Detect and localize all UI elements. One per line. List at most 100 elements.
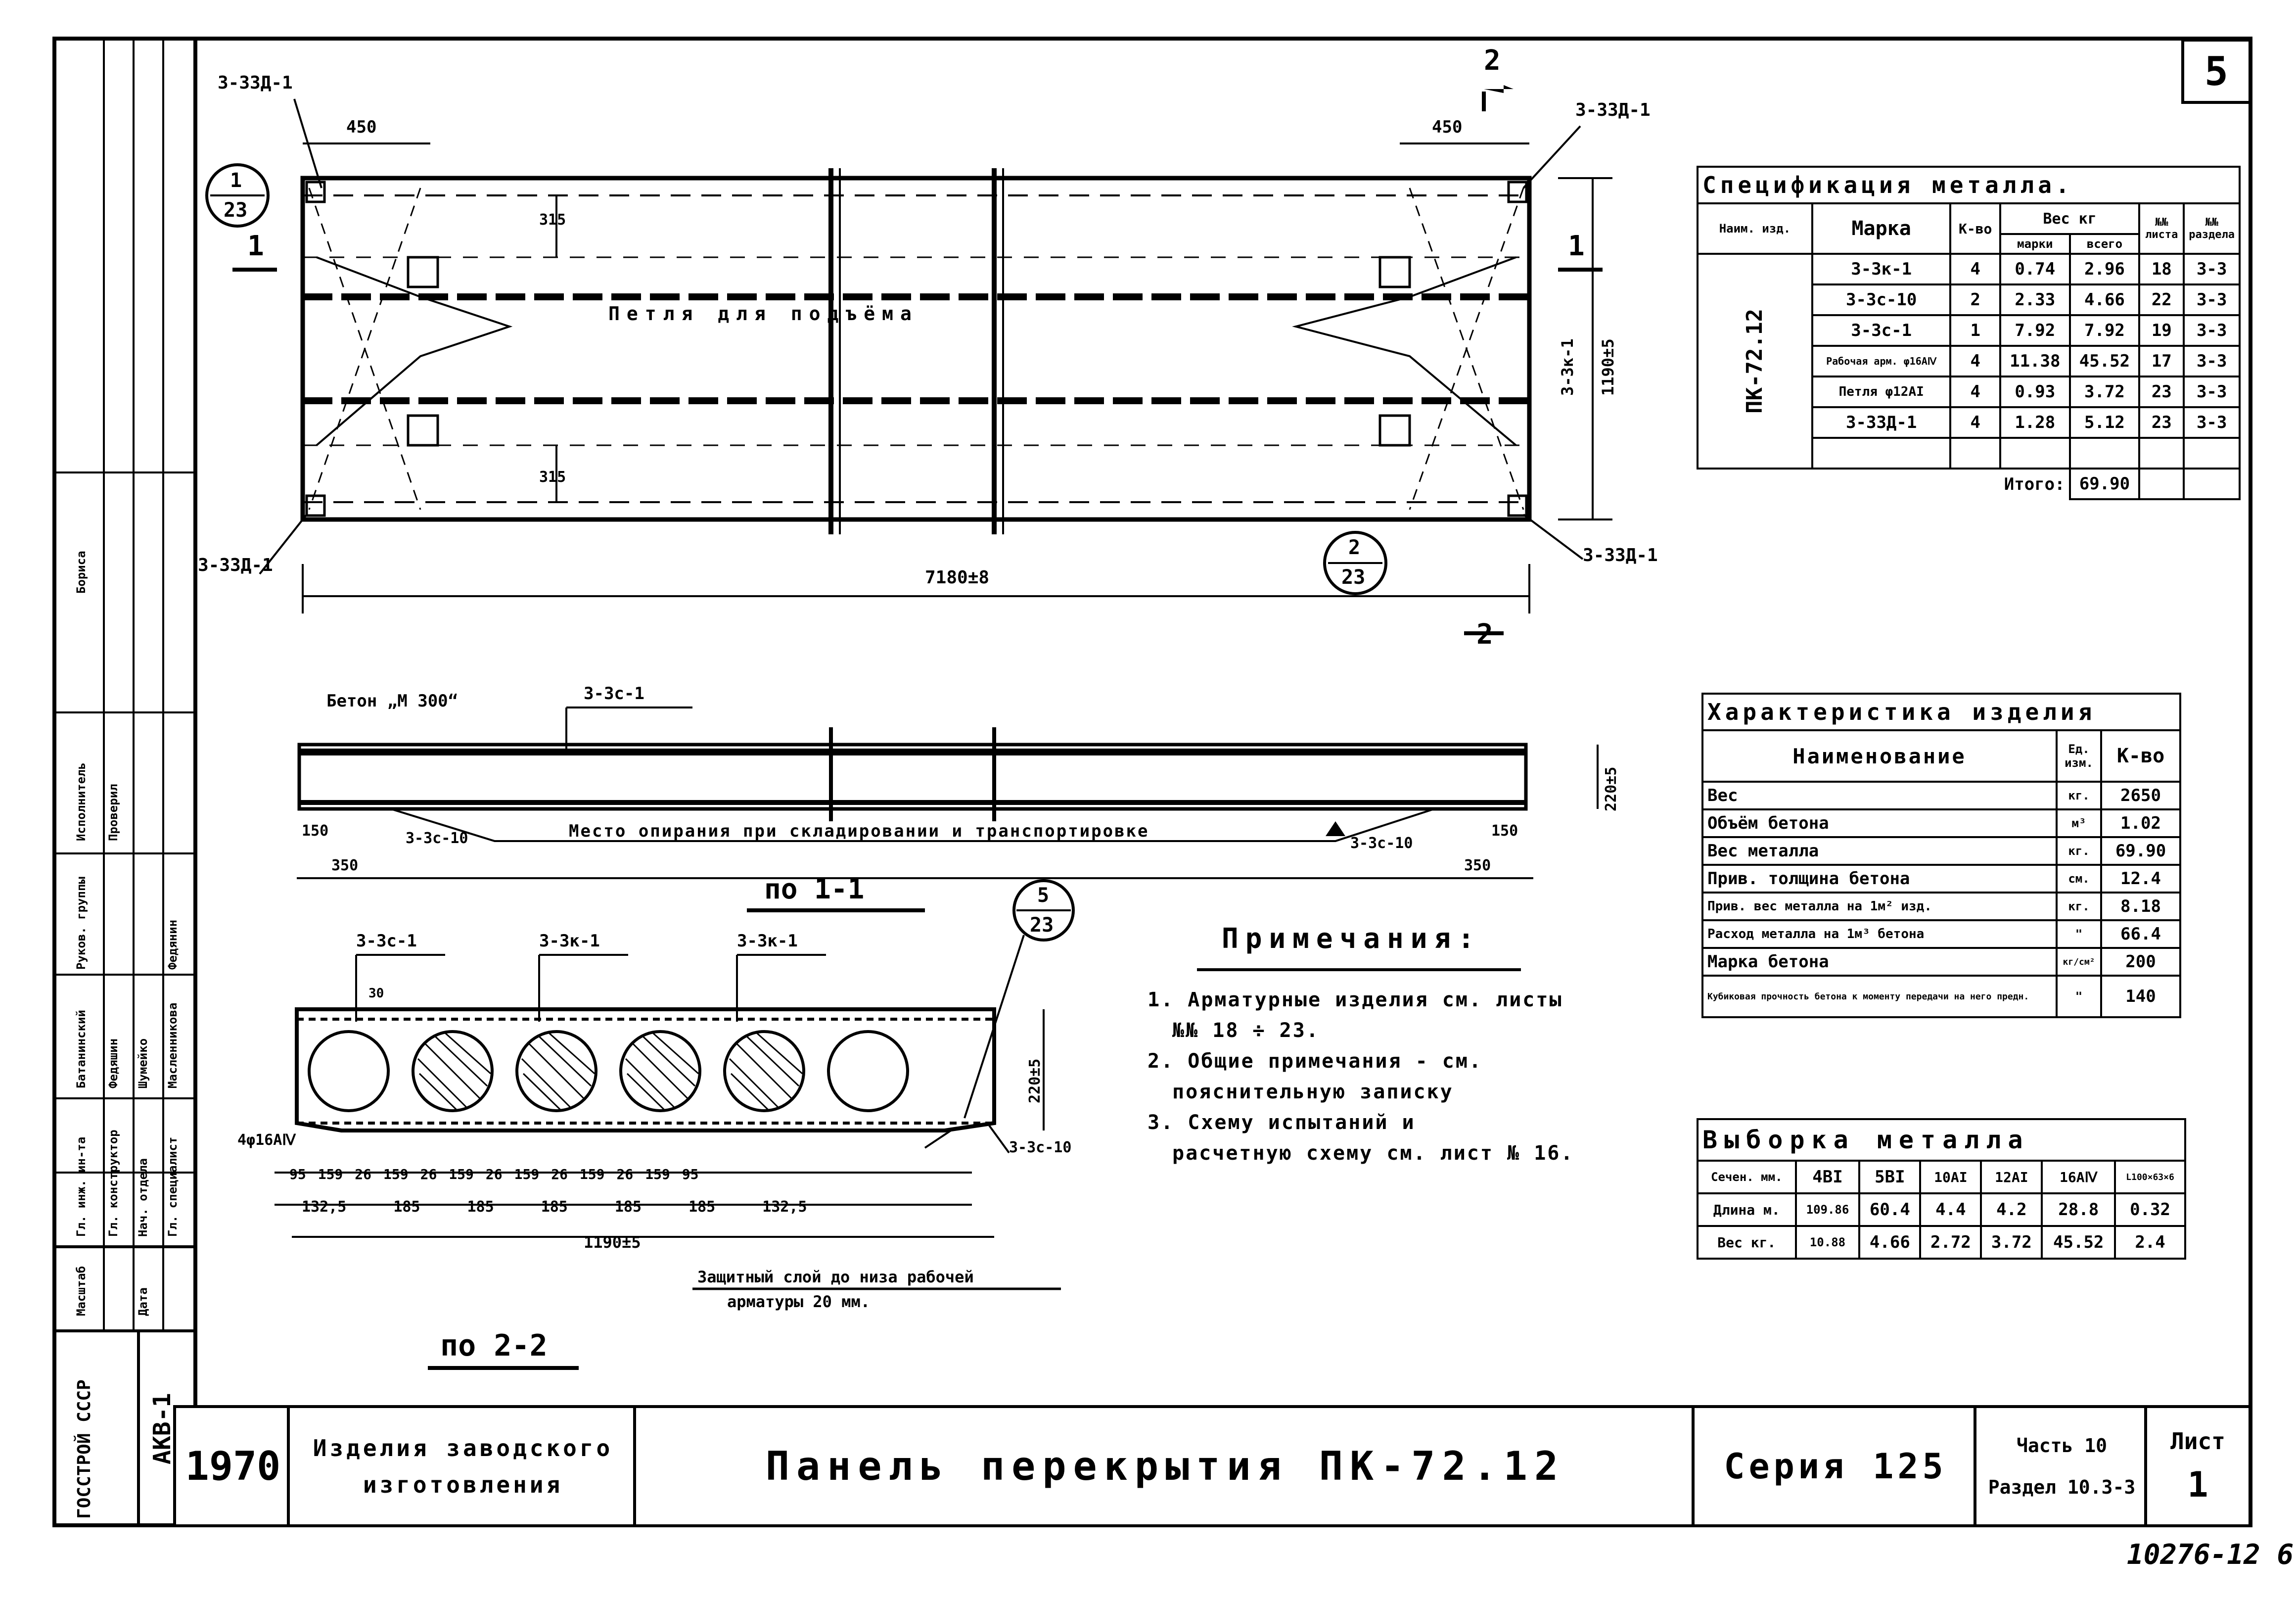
dim-section-height: 220±5 [1026,1058,1044,1103]
side-row-8: Масштаб [74,1266,88,1316]
mark-bottom-right: 3-33Д-1 [1583,545,1658,565]
spec-item-name-text: ПК-72.12 [1742,309,1767,414]
char-cell: 66.4 [2100,919,2181,949]
char-col-unit: Ед. изм. [2056,729,2102,783]
spec-cell: 4 [1949,253,2001,285]
vyb-cell: 4.4 [1919,1192,1982,1227]
char-cell: " [2056,919,2102,949]
spec-cell: 17 [2138,345,2185,377]
spec-title: Спецификация металла. [1697,166,2241,204]
char-cell: Прив. вес металла на 1м² изд. [1701,892,2058,921]
titleblock-title: Панель перекрытия ПК-72.12 [633,1405,1698,1527]
char-table: Характеристика изделия Наименование Ед. … [1701,693,2181,1018]
spec-total-row: Итого: 69.90 [1698,468,2241,500]
spec-cell: 1.28 [1999,406,2071,439]
titleblock-razdel-text: Раздел 10.3-3 [1988,1476,2136,1498]
titleblock-series-text: Серия 125 [1724,1446,1947,1487]
char-cell: Вес металла [1701,836,2058,866]
dim-350-right: 350 [1464,857,1491,874]
titleblock-list-number: 1 [2187,1464,2208,1505]
mark-3k1-b: 3-3к-1 [737,931,798,951]
side-row-6: Исполнитель [74,762,88,841]
dims-top-row: 95 159 26 159 26 159 26 159 26 159 26 15… [289,1168,699,1181]
vyb-title: Выборка металла [1697,1118,2186,1162]
titleblock-year-text: 1970 [185,1443,281,1489]
vyb-cell: 2.72 [1919,1225,1982,1260]
titleblock-list-label: Лист [2170,1427,2225,1455]
vyb-cell: Длина м. [1697,1192,1797,1227]
dim-top-4: 26 [420,1166,437,1182]
spec-cell: 11.38 [1999,345,2071,377]
vyb-header-row: Сечен. мм. 4BI 5BI 10АI 12АI 16АⅣ L100×6… [1697,1160,2186,1194]
spec-cell: 0.93 [1999,376,2071,408]
dim-150-right: 150 [1491,822,1518,840]
dim-mid-3: 185 [541,1198,568,1216]
dim-315-bottom: 315 [539,469,566,486]
mark-3sc1-elevation: 3-3с-1 [584,684,644,704]
spec-cell: 0.74 [1999,253,2071,285]
dim-top-12: 95 [682,1166,699,1182]
dim-top-2: 26 [355,1166,372,1182]
char-cell: " [2056,975,2102,1018]
spec-cell: 1 [1949,314,2001,347]
dim-top-0: 95 [289,1166,306,1182]
char-cell: Кубиковая прочность бетона к моменту пер… [1701,975,2058,1018]
mark-bottom-left: 3-33Д-1 [198,555,273,575]
spec-row: 3-3с-10 2 2.33 4.66 22 3-3 [1698,283,2241,316]
titleblock-category: Изделия заводского изготовления [287,1405,639,1527]
plan-outline [300,176,1532,522]
char-col-qty: К-во [2100,729,2181,783]
spec-total-value: 69.90 [2068,468,2141,500]
spec-cell: 3-3 [2183,283,2241,316]
sheet-badge: 5 [2181,39,2251,104]
callout-2-bottom: 23 [1341,566,1366,589]
vyb-cell: 10.88 [1794,1225,1861,1260]
dim-mid-6: 132,5 [762,1198,807,1216]
spec-cell: 18 [2138,253,2185,285]
vyb-cell: 60.4 [1858,1192,1922,1227]
spec-cell: 3-3с-10 [1811,283,1952,316]
spec-cell: Рабочая арм. φ16АⅣ [1811,345,1952,377]
dim-plan-width: 1190±5 [1599,338,1617,396]
char-cell: 2650 [2100,781,2181,810]
dim-top-3: 159 [383,1166,409,1182]
side-name-2: Федяшин [106,1038,120,1088]
titleblock-list: Лист 1 [2144,1405,2251,1527]
char-cell: 12.4 [2100,864,2181,894]
mark-top-left: 3-33Д-1 [218,73,293,93]
callout-2-top: 2 [1348,536,1361,559]
side-name-1: Батанинский [74,1010,88,1088]
char-cell: кг. [2056,892,2102,921]
char-row: Расход металла на 1м³ бетона"66.4 [1701,919,2181,949]
dim-top-6: 26 [485,1166,503,1182]
vyb-cell: 4BI [1794,1160,1861,1194]
vyb-cell: 3.72 [1980,1225,2043,1260]
vyb-cell: 28.8 [2041,1192,2116,1227]
spec-row: ПК-72.12 3-3к-1 4 0.74 2.96 18 3-3 [1697,253,2241,470]
dim-top-9: 159 [579,1166,605,1182]
callout-5-top: 5 [1037,884,1050,907]
spec-col-total: всего [2068,233,2141,255]
callout-1-bottom: 23 [224,199,248,222]
vyb-cell: 12АI [1980,1160,2043,1194]
char-cell: кг/см² [2056,947,2102,977]
char-row: Прив. вес металла на 1м² изд.кг.8.18 [1701,892,2181,921]
concrete-label: Бетон „М 300“ [326,691,459,711]
archive-stamp: 10276-12 6 [2127,1539,2294,1571]
dim-mid-4: 185 [614,1198,642,1216]
dim-350-left: 350 [331,857,359,874]
dim-mid-1: 185 [393,1198,420,1216]
note-line-6: расчетную схему см. лист № 16. [1172,1142,1574,1165]
dim-450-left: 450 [346,117,377,137]
vyb-row: Вес кг. 10.88 4.66 2.72 3.72 45.52 2.4 [1697,1225,2186,1260]
titleblock-category-1: Изделия заводского [313,1434,613,1461]
side-name-5: Федянин [166,919,180,970]
cross-section-outline [295,1007,996,1132]
vyb-cell: 10АI [1919,1160,1982,1194]
mark-3k1-plan: 3-3к-1 [1558,338,1577,396]
side-row-7: Проверил [106,784,120,841]
char-row: Кубиковая прочность бетона к моменту пер… [1701,975,2181,1018]
section-title-2-2: по 2-2 [440,1328,548,1363]
